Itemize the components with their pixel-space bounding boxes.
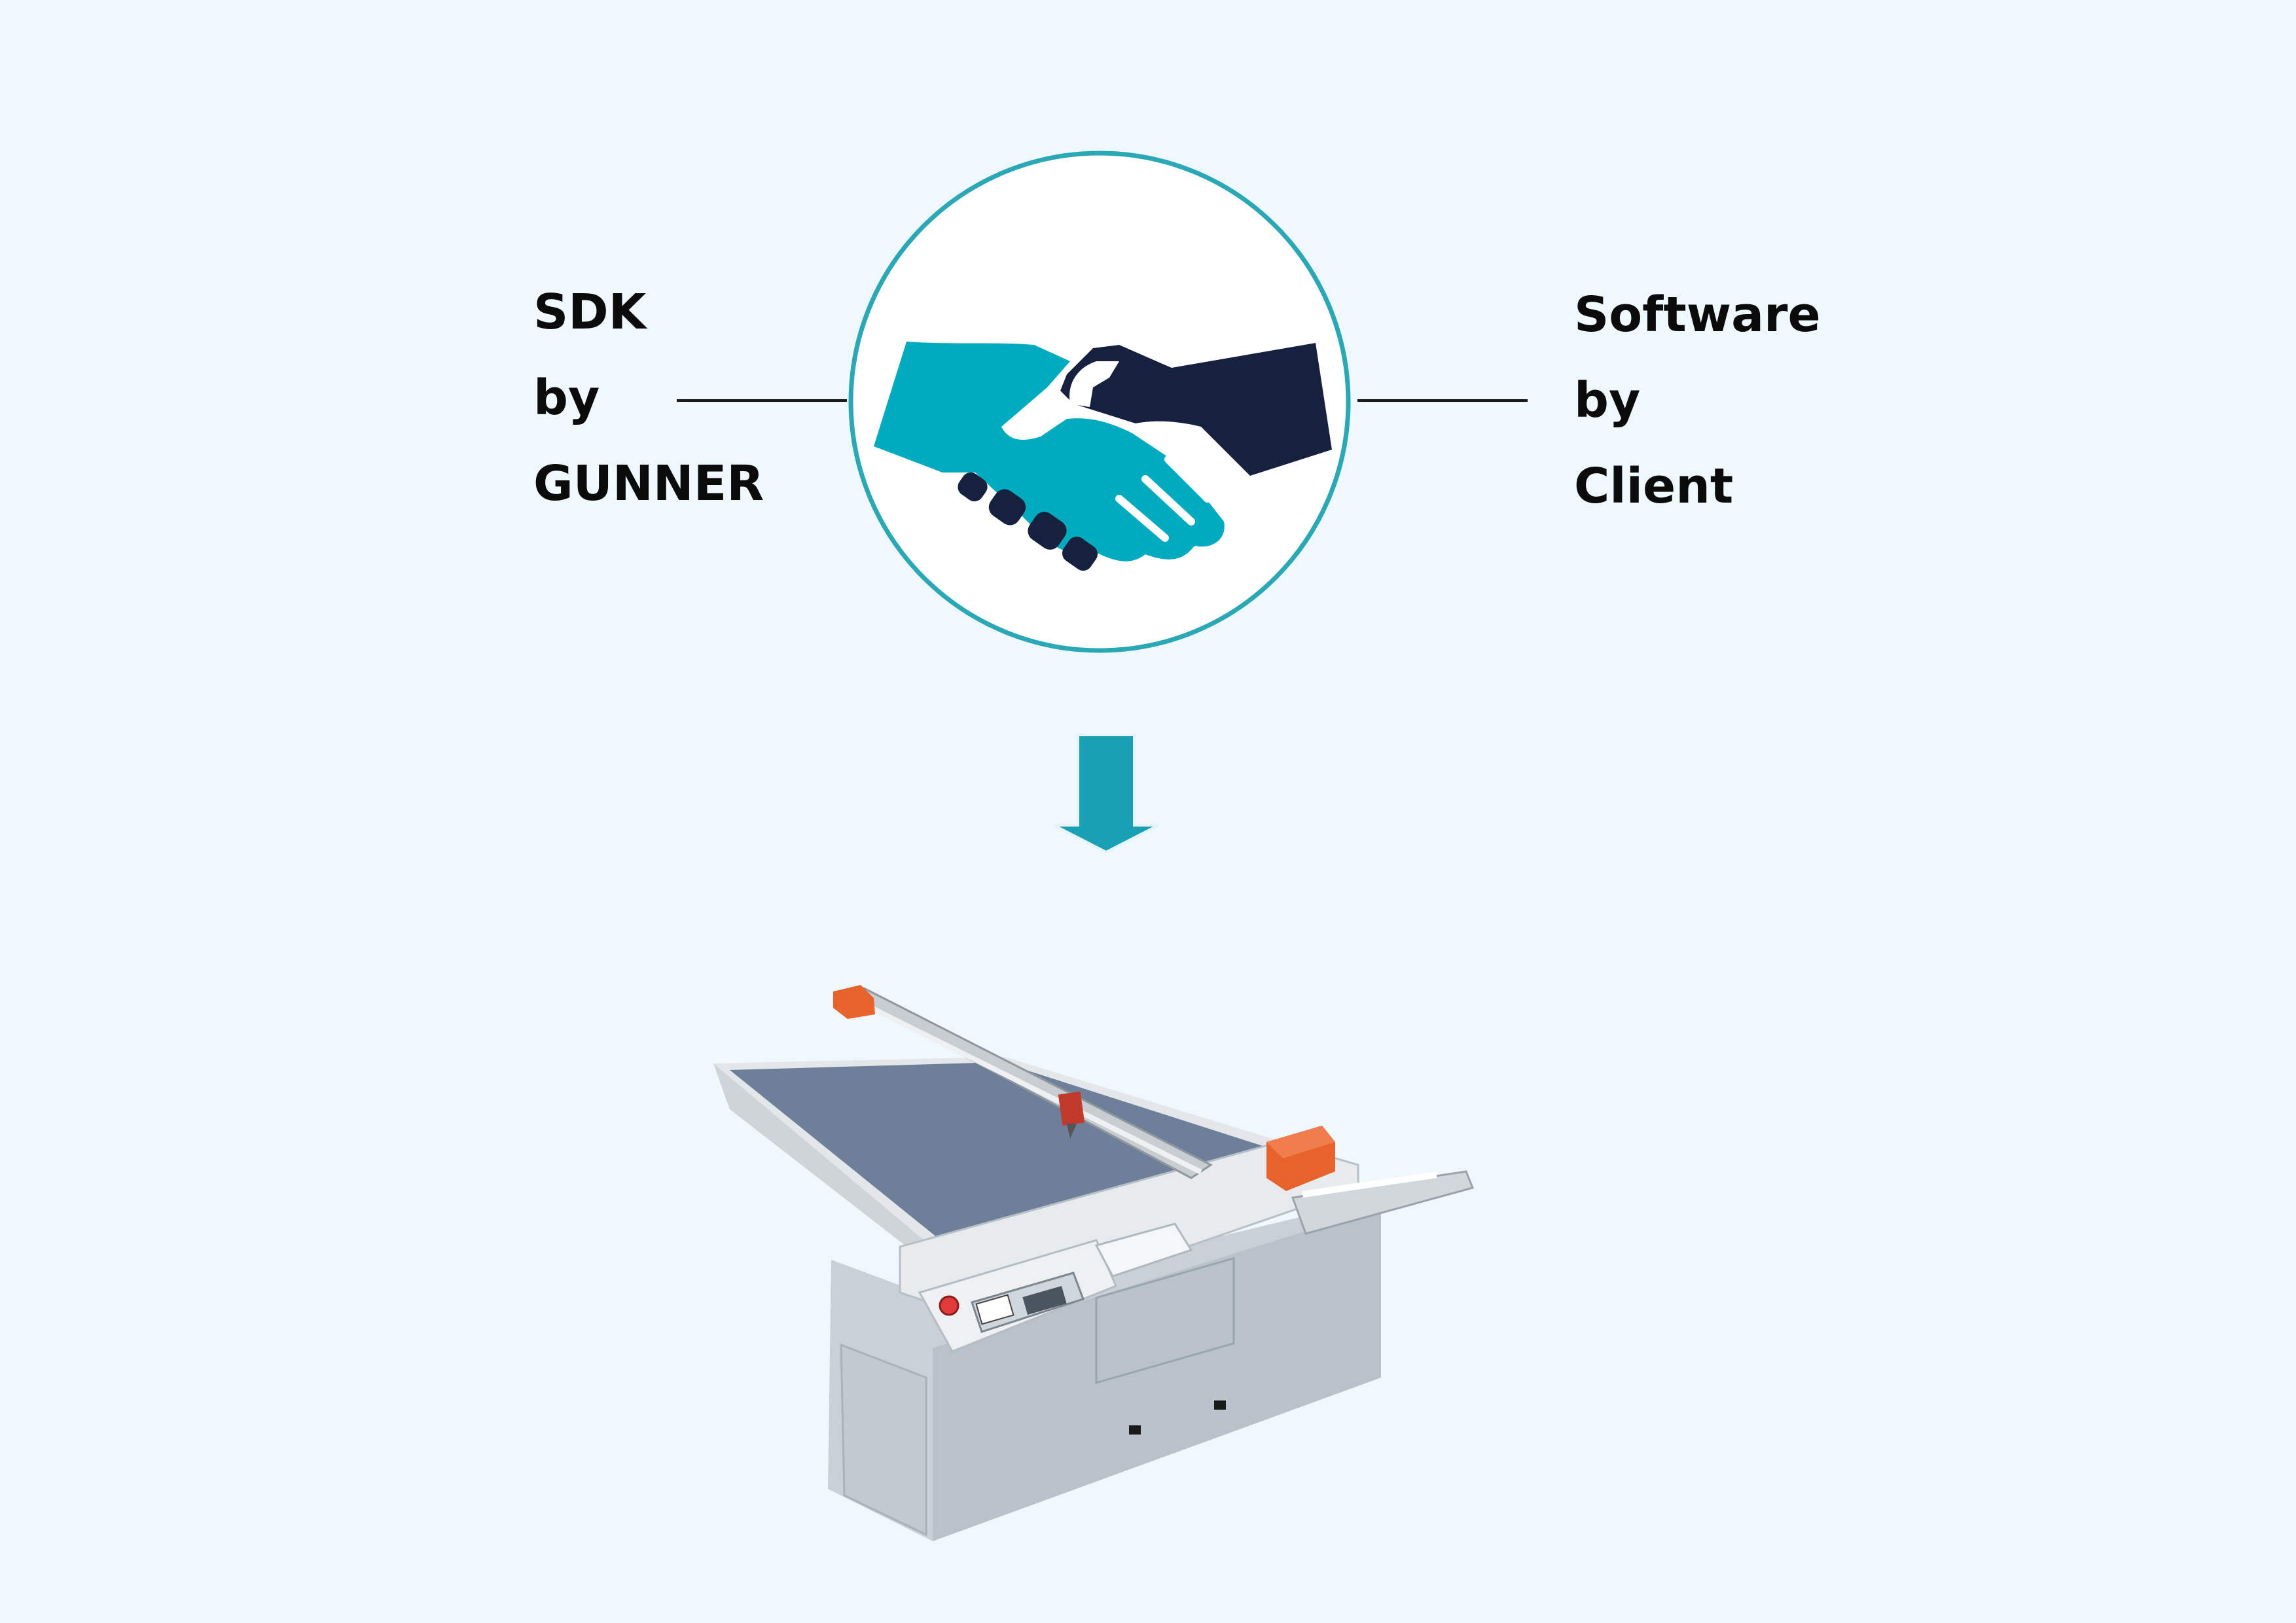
- left-connector-line: [677, 399, 847, 402]
- teal-finger-gap-2: [1141, 475, 1195, 526]
- machine-gantry-cap-top: [1266, 1126, 1335, 1158]
- arrow-down-icon: [1053, 734, 1159, 854]
- machine-port-1: [1129, 1425, 1141, 1435]
- machine-cutting-tool: [1067, 1124, 1077, 1139]
- right-label-line-2: by: [1574, 372, 1641, 429]
- right-label-line-3: Client: [1574, 458, 1734, 514]
- left-label-line-3: GUNNER: [533, 455, 764, 512]
- teal-finger-gap-3: [1164, 455, 1211, 503]
- machine-gantry-highlight: [853, 997, 1202, 1175]
- machine-port-2: [1214, 1400, 1226, 1410]
- machine-gantry-cap-back: [833, 985, 875, 1019]
- machine-cabinet-front: [933, 1207, 1381, 1541]
- machine-handle-window: [1094, 1222, 1193, 1277]
- machine-conveyor-belt: [730, 1062, 1332, 1276]
- machine-feed-roller: [1302, 1171, 1437, 1198]
- teal-finger-gap-1: [1115, 495, 1169, 542]
- machine-access-door: [1095, 1257, 1235, 1384]
- flatbed-cutting-machine: [713, 985, 1475, 1541]
- arrow-shape: [1053, 734, 1159, 854]
- machine-emergency-stop: [939, 1295, 960, 1316]
- left-label-line-2: by: [533, 370, 600, 426]
- teal-hand-shape: [874, 342, 1225, 562]
- navy-thumb-gap: [1069, 361, 1119, 407]
- navy-hand-shape: [1060, 343, 1332, 476]
- machine-left-panel: [840, 1343, 927, 1537]
- navy-knuckle-1: [958, 472, 988, 502]
- machine-keypad: [1022, 1285, 1067, 1315]
- navy-knuckle-3: [1028, 512, 1067, 550]
- navy-knuckle-4: [1062, 536, 1098, 571]
- navy-knuckle-2: [988, 489, 1026, 526]
- right-label-line-1: Software: [1574, 287, 1821, 343]
- machine-display-screen: [975, 1294, 1014, 1325]
- sdk-by-gunner-label: SDK by GUNNER: [533, 270, 764, 527]
- left-label-line-1: SDK: [533, 284, 647, 340]
- machine-cutting-head: [1058, 1091, 1085, 1126]
- handshake-icon: [848, 151, 1351, 653]
- software-by-client-label: Software by Client: [1574, 272, 1821, 529]
- right-connector-line: [1357, 399, 1528, 402]
